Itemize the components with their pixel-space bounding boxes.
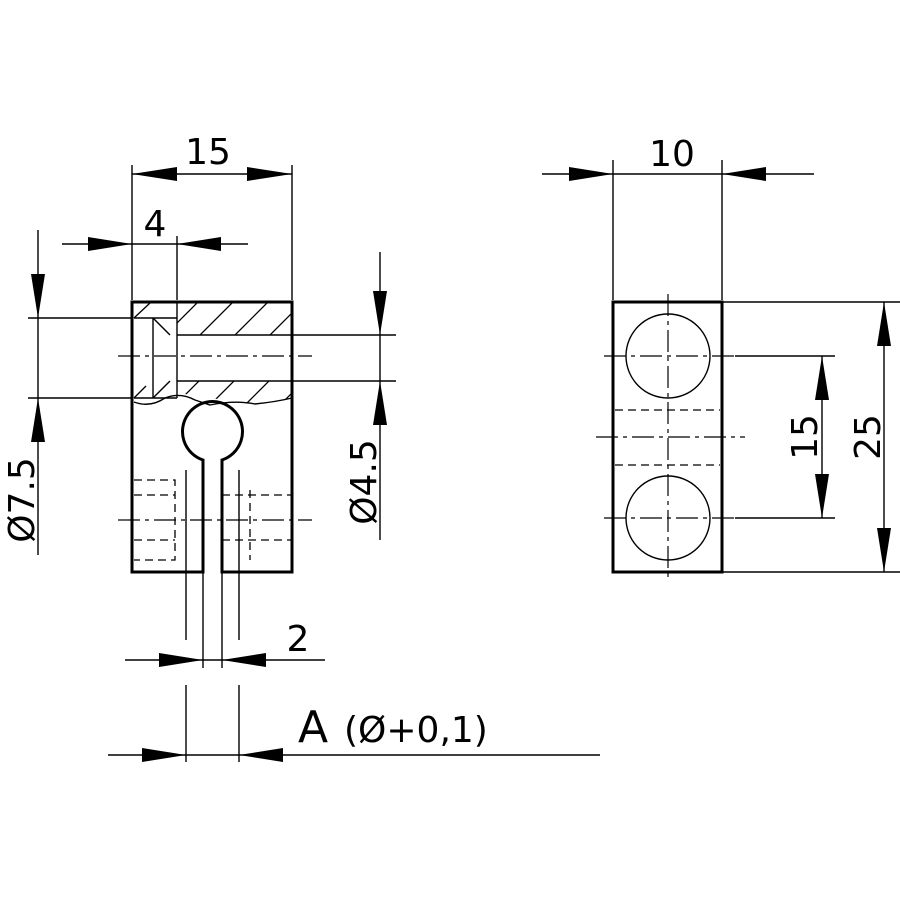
dim-label-slot-width: 2: [287, 619, 310, 660]
section-hatching: [133, 302, 292, 405]
dimension-height-right: 25: [722, 301, 900, 573]
dimension-hole-a: A (Ø+0,1): [108, 702, 600, 762]
left-view: [118, 300, 312, 762]
dimension-dia-inner: Ø4.5: [292, 252, 396, 540]
section-break-line: [133, 394, 293, 406]
dim-label-dia-outer: Ø7.5: [2, 457, 43, 543]
dim-label-width-left: 15: [185, 132, 231, 173]
dim-label-dia-inner: Ø4.5: [344, 439, 385, 525]
dim-label-height-right: 25: [848, 414, 889, 460]
left-body-outline: [130, 300, 294, 574]
dim-label-offset-left: 4: [144, 204, 167, 245]
label-tolerance: (Ø+0,1): [344, 710, 488, 751]
label-letter-a: A: [298, 702, 328, 753]
dimension-dia-outer: Ø7.5: [2, 230, 132, 555]
dim-label-width-right: 10: [649, 134, 695, 175]
right-view: [596, 294, 745, 582]
dim-label-hole-pitch: 15: [785, 414, 826, 460]
hidden-lines: [134, 479, 292, 561]
dimension-width-right: 10: [542, 134, 814, 300]
dimension-hole-pitch: 15: [735, 355, 835, 519]
dimension-offset-left: 4: [62, 204, 248, 300]
dimension-slot-width: 2: [125, 619, 325, 667]
dimension-width-left: 15: [131, 132, 293, 300]
